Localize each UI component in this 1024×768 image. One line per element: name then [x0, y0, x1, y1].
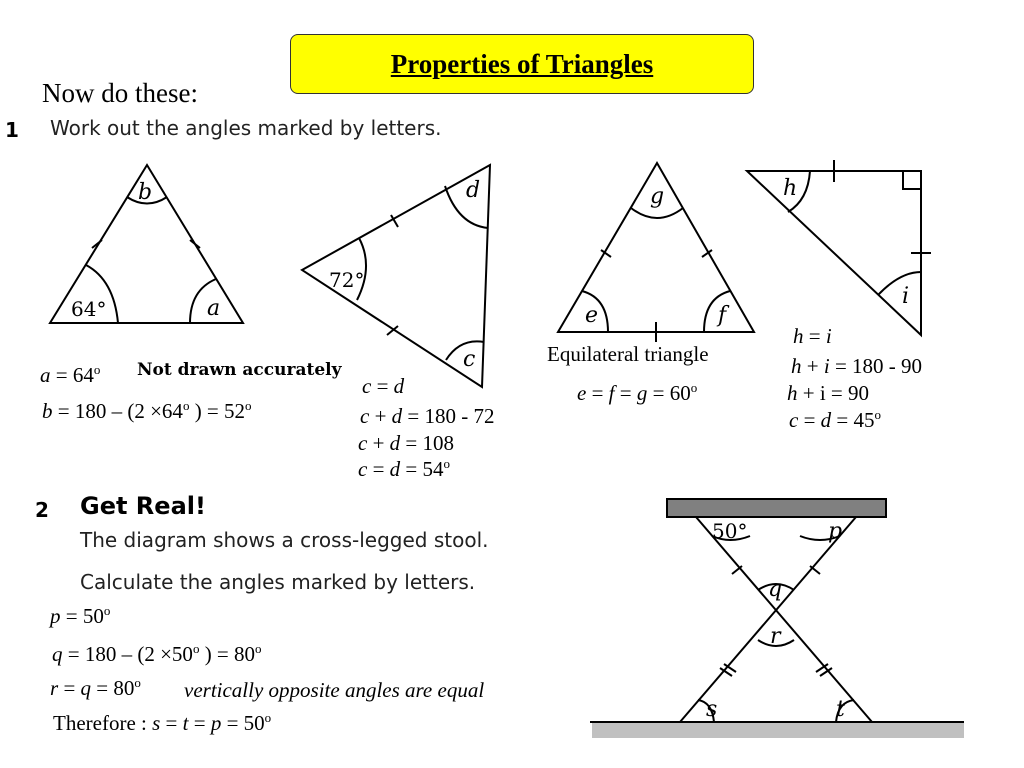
intro-text: Now do these:: [42, 78, 198, 108]
solution-cd-line3: c + d = 108: [358, 431, 455, 455]
angle-label-a: a: [207, 296, 220, 321]
vertically-opposite-note: vertically opposite angles are equal: [184, 678, 485, 702]
question-2-heading: Get Real!: [80, 492, 206, 520]
question-2-number: 2: [35, 498, 49, 522]
angle-label-g: g: [650, 184, 664, 209]
angle-label-t: t: [836, 697, 845, 722]
angle-label-r: r: [770, 624, 782, 649]
floor: [592, 722, 964, 738]
solution-hi-line4: c = d = 45o: [789, 407, 882, 432]
angle-label-50: 50°: [712, 519, 747, 543]
stool-leg-left-top: [695, 516, 873, 723]
stool-leg-right-top: [679, 516, 857, 723]
question-1-number: 1: [5, 118, 19, 142]
angle-label-p: p: [828, 519, 842, 544]
angle-label-f: f: [716, 303, 730, 328]
solution-b: b = 180 – (2 ×64o ) = 52o: [42, 398, 252, 423]
triangle-hi: [744, 170, 922, 338]
angle-label-64: 64°: [71, 297, 106, 321]
solution-hi-line3: h + i = 90: [787, 381, 870, 405]
stool-seat: [666, 498, 887, 518]
title-banner: Properties of Triangles: [290, 34, 754, 94]
solution-q: q = 180 – (2 ×50o ) = 80o: [52, 641, 262, 666]
angle-label-b: b: [138, 180, 152, 205]
solution-cd-line4: c = d = 54o: [358, 456, 451, 481]
stool-diagram: 50° p q r s t: [590, 498, 964, 738]
angle-label-72: 72°: [329, 268, 364, 292]
angle-label-h: h: [783, 176, 797, 201]
solution-cd-line1: c = d: [362, 374, 405, 398]
triangle-cd: [300, 163, 492, 389]
angle-label-e: e: [585, 303, 598, 328]
angle-label-d: d: [466, 178, 480, 203]
not-drawn-accurately-note: Not drawn accurately: [137, 360, 342, 380]
solution-hi-line2: h + i = 180 - 90: [791, 354, 923, 378]
solution-efg: e = f = g = 60o: [577, 380, 698, 405]
equilateral-triangle-label: Equilateral triangle: [547, 342, 709, 366]
page-title: Properties of Triangles: [390, 48, 654, 79]
solution-p: p = 50o: [50, 603, 111, 628]
question-1-instruction: Work out the angles marked by letters.: [50, 116, 442, 140]
solution-st: Therefore : s = t = p = 50o: [53, 710, 272, 735]
solution-a: a = 64o: [40, 362, 101, 387]
angle-label-s: s: [706, 697, 717, 722]
q1-triangles-diagram: b 64° a d 72° c g e f h i: [48, 160, 931, 389]
angle-label-c: c: [463, 347, 475, 372]
angle-label-q: q: [768, 577, 782, 602]
solution-cd-line2: c + d = 180 - 72: [360, 404, 495, 428]
question-2-line2: Calculate the angles marked by letters.: [80, 570, 476, 594]
angle-label-i: i: [902, 284, 909, 309]
solution-hi-line1: h = i: [793, 324, 832, 348]
question-2-line1: The diagram shows a cross-legged stool.: [80, 528, 489, 552]
solution-r: r = q = 80o: [50, 675, 141, 700]
